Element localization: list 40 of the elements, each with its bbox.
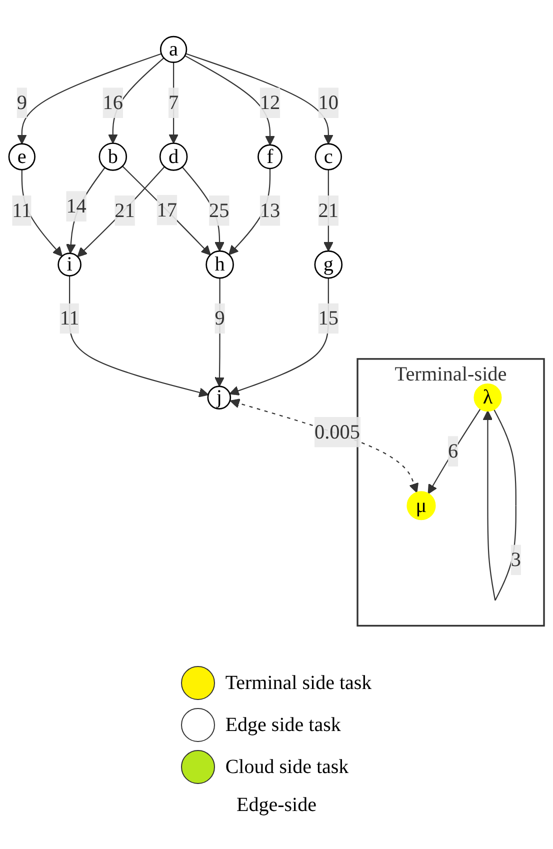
edge-label: 12	[260, 91, 280, 114]
node-circle: a	[160, 36, 188, 64]
edge-label: 9	[214, 306, 225, 330]
edge-label: 21	[318, 198, 339, 222]
legend-text: Edge side task	[225, 714, 341, 736]
arrow	[122, 166, 211, 256]
node-circle: f	[258, 144, 282, 170]
node-circle: λ	[474, 384, 502, 412]
arrow	[184, 55, 275, 146]
legend-text: Cloud side task	[225, 756, 349, 778]
node-circle: c	[314, 143, 342, 170]
node-circle: μ	[406, 491, 436, 520]
arrow	[66, 167, 106, 254]
edge-label: 15	[318, 306, 339, 330]
node-circle: d	[159, 142, 188, 171]
edge-label: 13	[260, 198, 280, 222]
legend-text: Terminal side task	[225, 672, 372, 694]
caption: Edge-side	[236, 794, 316, 817]
edge-label: 21	[114, 198, 135, 222]
edge-label: 16	[102, 91, 123, 114]
node-circle: b	[98, 142, 128, 171]
edge-label: 11	[12, 198, 32, 222]
arrow	[428, 408, 481, 494]
arrow	[230, 398, 419, 493]
edge-label: 17	[156, 198, 178, 221]
edge-label: 14	[66, 194, 86, 217]
arrow	[186, 53, 334, 144]
node-circle: h	[206, 250, 234, 279]
edge-label: 9	[16, 91, 27, 114]
arrow	[16, 53, 162, 144]
edge-label: 6	[448, 440, 458, 462]
node-circle: e	[8, 143, 36, 170]
edge-label: 7	[168, 91, 179, 114]
edge-label: 11	[60, 306, 80, 330]
node-circle: g	[314, 250, 343, 279]
node-circle: i	[58, 252, 82, 276]
edge-label: 3	[510, 548, 521, 571]
arrow	[77, 166, 165, 258]
edge-label: 10	[318, 91, 339, 114]
edge-label: 25	[209, 198, 230, 222]
